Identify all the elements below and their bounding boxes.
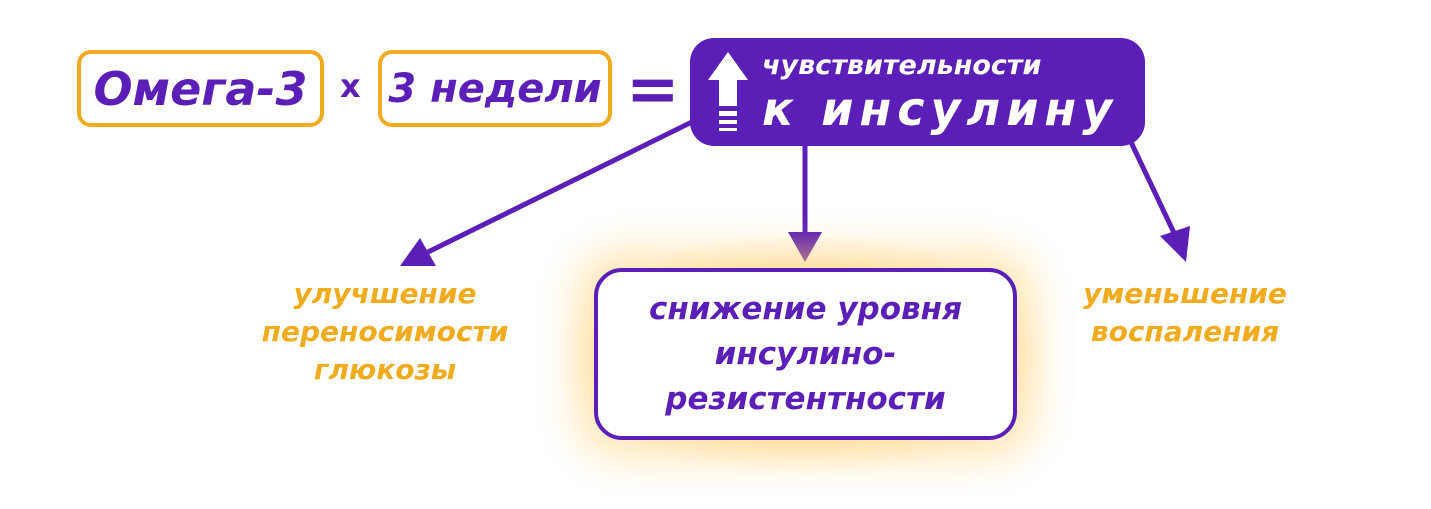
outcome-right-line: воспаления — [1090, 315, 1280, 348]
outcome-center-line: инсулино- — [714, 335, 897, 372]
outcome-inflammation: уменьшение воспаления — [1060, 275, 1310, 351]
weeks-term-label: 3 недели — [388, 65, 602, 112]
outcome-left-line: глюкозы — [313, 353, 457, 386]
result-box: чувствительности к инсулину — [690, 38, 1145, 146]
outcome-glucose-tolerance: улучшение переносимости глюкозы — [240, 275, 530, 389]
result-line1: чувствительности — [762, 50, 1042, 81]
arrow-to-left-outcome — [400, 115, 702, 266]
arrow-to-right-outcome — [1127, 138, 1190, 262]
outcome-center-line: снижение уровня — [649, 290, 962, 327]
outcome-insulin-resistance-box: снижение уровня инсулино- резистентности — [594, 268, 1017, 440]
outcome-left-line: улучшение — [293, 277, 477, 310]
weeks-term-box: 3 недели — [378, 50, 612, 127]
outcome-right-line: уменьшение — [1083, 277, 1287, 310]
times-operator: х — [340, 67, 361, 105]
outcome-center-line: резистентности — [665, 380, 946, 417]
omega3-term-label: Омега-3 — [93, 61, 308, 116]
equals-operator: = — [626, 53, 680, 127]
outcome-center-text: снижение уровня инсулино- резистентности — [649, 287, 962, 422]
result-line2: к инсулину — [762, 82, 1119, 136]
outcome-left-line: переносимости — [261, 315, 509, 348]
omega3-term-box: Омега-3 — [77, 50, 324, 127]
up-arrow-icon — [708, 52, 748, 131]
